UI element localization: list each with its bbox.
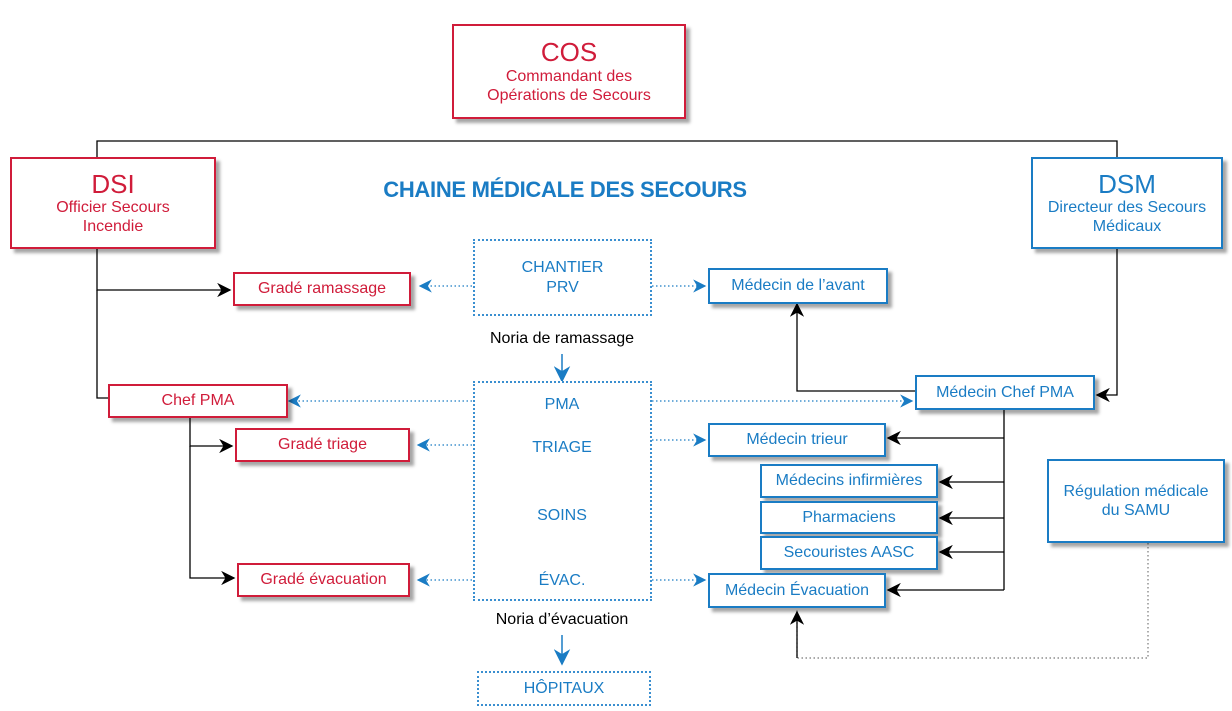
medecin-chef-pma-box: Médecin Chef PMA [915,375,1095,410]
cos-line1: Commandant des [505,67,633,85]
cos-line2: Opérations de Secours [487,86,651,104]
dsi-to-chef-pma [96,290,110,399]
flow-soins: SOINS [537,507,587,524]
cos-dsi-dsm-line [96,140,1118,163]
cos-acronym: COS [540,37,598,68]
dsm-line1: Directeur des Secours [1047,199,1207,217]
grade-evacuation-box: Gradé évacuation [237,563,410,597]
regulation-to-medecin-evacuation [796,543,1149,659]
medecin-chef-pma-to-avant [789,302,916,392]
chantier-line2: PRV [546,278,579,296]
grade-triage-box: Gradé triage [235,428,410,462]
dsm-box: DSM Directeur des Secours Médicaux [1031,157,1223,249]
chef-pma-to-grade-evacuation [189,446,236,586]
dsi-box: DSI Officier Secours Incendie [10,157,216,249]
chef-pma-box: Chef PMA [108,384,288,418]
dsm-acronym: DSM [1098,168,1156,199]
chantier-line1: CHANTIER [521,259,604,277]
diagram-title: CHAINE MÉDICALE DES SECOURS [383,177,747,202]
secouristes-aasc-box: Secouristes AASC [760,536,938,570]
medecin-trieur-box: Médecin trieur [708,423,886,457]
regulation-samu-box: Régulation médicale du SAMU [1047,459,1225,543]
flow-evac: ÉVAC. [538,572,586,589]
dsi-acronym: DSI [91,168,135,199]
dsi-line2: Incendie [82,218,144,236]
regulation-line1: Régulation médicale [1063,482,1209,500]
cos-box: COS Commandant des Opérations de Secours [452,24,686,119]
flow-triage: TRIAGE [532,439,592,456]
dsm-line2: Médicaux [1092,218,1162,236]
pma-chain-box [473,381,652,601]
grade-ramassage-box: Gradé ramassage [233,272,411,306]
medecins-infirmieres-box: Médecins infirmières [760,464,938,498]
chef-pma-to-grade-triage [189,418,234,454]
dsm-to-medecin-chef-pma [1095,248,1118,403]
noria-ramassage-label: Noria de ramassage [489,330,635,347]
medecin-avant-box: Médecin de l’avant [708,268,888,304]
dsi-to-grade-ramassage [96,248,232,298]
hopitaux-box: HÔPITAUX [477,671,651,706]
pharmaciens-box: Pharmaciens [760,501,938,534]
medecin-evacuation-box: Médecin Évacuation [708,573,886,608]
regulation-line2: du SAMU [1101,502,1171,519]
dsi-line1: Officier Secours [56,199,170,217]
chantier-prv-box: CHANTIER PRV [473,239,652,316]
noria-evacuation-label: Noria d’évacuation [495,611,629,628]
flow-pma: PMA [544,396,580,413]
